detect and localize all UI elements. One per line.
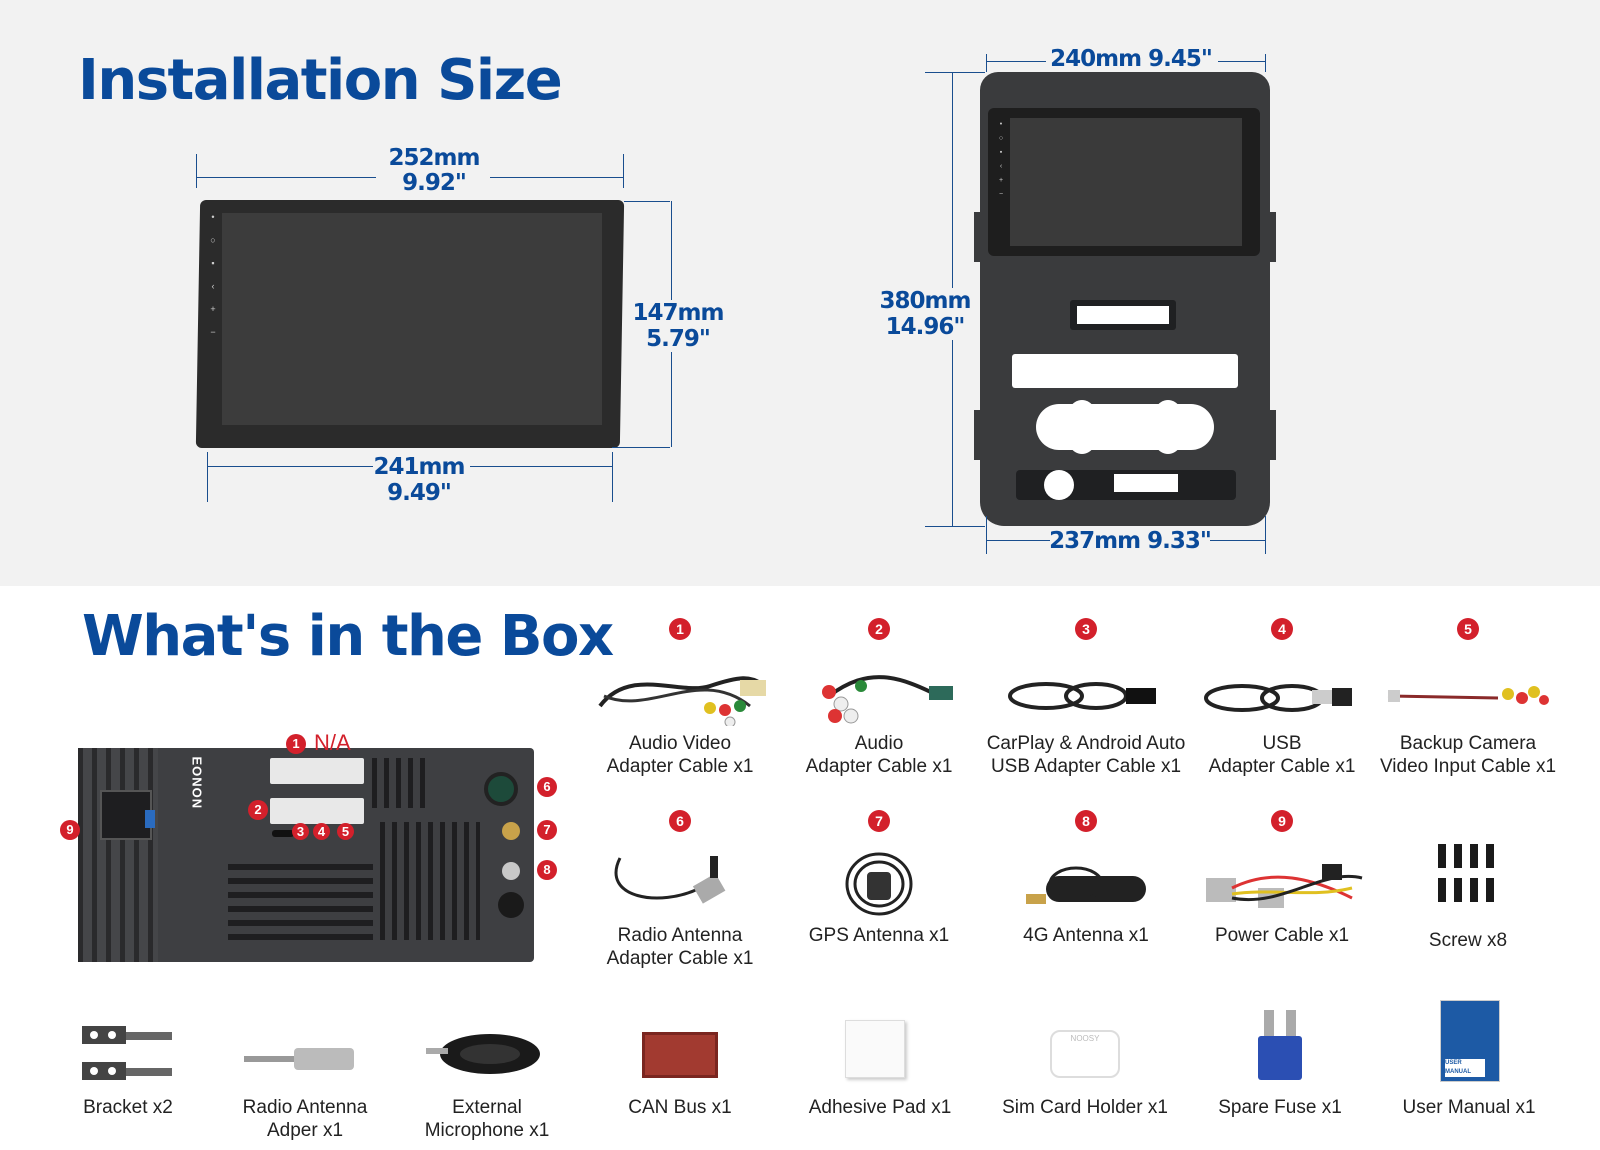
adhesive-pad-image (845, 1020, 905, 1078)
item-external-microphone: External Microphone x1 (412, 1020, 562, 1142)
head-unit-side-buttons: •○▪‹+− (210, 212, 216, 337)
port-badge-9: 9 (60, 820, 80, 840)
port-badge-5: 5 (337, 823, 354, 840)
head-width-top-in: 9.92" (402, 170, 467, 196)
head-width-bottom-mm: 241mm (373, 454, 466, 480)
screw-image (1438, 844, 1494, 902)
bracket-image (82, 1026, 172, 1080)
microphone-image (426, 1034, 540, 1074)
port-badge-7: 7 (537, 820, 557, 840)
usb-port (272, 830, 294, 837)
item-screw: Screw x8 (1368, 810, 1568, 952)
port-badge-2: 2 (248, 800, 268, 820)
brand-logo: EONON (189, 756, 205, 810)
whats-in-box-heading: What's in the Box (82, 604, 614, 669)
item-radio-antenna-cable: 6 Radio Antenna Adapter Cable x1 (580, 810, 780, 970)
port-badge-6: 6 (537, 777, 557, 797)
av-cable-image (598, 676, 766, 726)
port-badge-8: 8 (537, 860, 557, 880)
connector-2 (270, 798, 364, 824)
radio-antenna-cable-image (614, 856, 726, 904)
head-unit-display (222, 213, 602, 425)
item-bracket: Bracket x2 (58, 1020, 198, 1119)
gps-antenna-image (845, 852, 913, 916)
item-carplay-usb-cable: 3 CarPlay & Android Auto USB Adapter Cab… (976, 618, 1196, 778)
head-height-in: 5.79" (628, 326, 728, 352)
frame-height-in: 14.96" (872, 314, 978, 340)
head-width-top-mm: 252mm (388, 145, 481, 171)
item-adhesive-pad: Adhesive Pad x1 (795, 1020, 965, 1119)
item-user-manual: USER MANUAL User Manual x1 (1394, 1000, 1544, 1119)
frame-width-bottom: 237mm 9.33" (1049, 528, 1212, 554)
item-spare-fuse: Spare Fuse x1 (1210, 1010, 1350, 1119)
frame-climate-opening (1036, 404, 1214, 450)
4g-antenna-image (1026, 866, 1146, 904)
port-badge-4: 4 (313, 823, 330, 840)
fuse-image (1258, 1010, 1302, 1080)
can-bus-image (642, 1032, 718, 1078)
audio-cable-image (822, 675, 953, 724)
lte-port (502, 862, 520, 880)
connector-1 (270, 758, 364, 784)
item-4g-antenna: 8 4G Antenna x1 (986, 810, 1186, 947)
sim-holder-image: NOOSY (1050, 1030, 1120, 1078)
gps-port (502, 822, 520, 840)
frame-height-mm: 380mm (872, 288, 978, 314)
usb-cable-image (1204, 684, 1352, 712)
frame-display (1010, 118, 1242, 246)
item-sim-card-holder: NOOSY Sim Card Holder x1 (990, 1020, 1180, 1119)
frame-width-top: 240mm 9.45" (1050, 46, 1213, 72)
port-badge-3: 3 (292, 823, 309, 840)
backup-camera-image (1387, 686, 1549, 705)
power-cable-image (1206, 864, 1363, 908)
head-height-mm: 147mm (628, 300, 728, 326)
head-width-bottom-in: 9.49" (387, 480, 452, 506)
item-audio-cable: 2 Audio Adapter Cable x1 (779, 618, 979, 778)
item-usb-cable: 4 USB Adapter Cable x1 (1182, 618, 1382, 778)
antenna-port (484, 772, 518, 806)
item-av-cable: 1 Audio Video Adapter Cable x1 (580, 618, 780, 778)
frame-slot-2 (1012, 354, 1238, 388)
item-radio-antenna-adapter: Radio Antenna Adper x1 (230, 1020, 380, 1142)
item-can-bus: CAN Bus x1 (610, 1020, 750, 1119)
manual-image: USER MANUAL (1440, 1000, 1500, 1082)
item-gps-antenna: 7 GPS Antenna x1 (779, 810, 979, 947)
na-label: N/A (314, 730, 351, 755)
port-badge-1: 1 (286, 734, 306, 754)
item-backup-camera-cable: 5 Backup Camera Video Input Cable x1 (1368, 618, 1568, 778)
item-power-cable: 9 Power Cable x1 (1182, 810, 1382, 947)
antenna-adapter-image (244, 1048, 354, 1070)
installation-size-heading: Installation Size (78, 48, 563, 113)
carplay-usb-image (1008, 682, 1156, 710)
